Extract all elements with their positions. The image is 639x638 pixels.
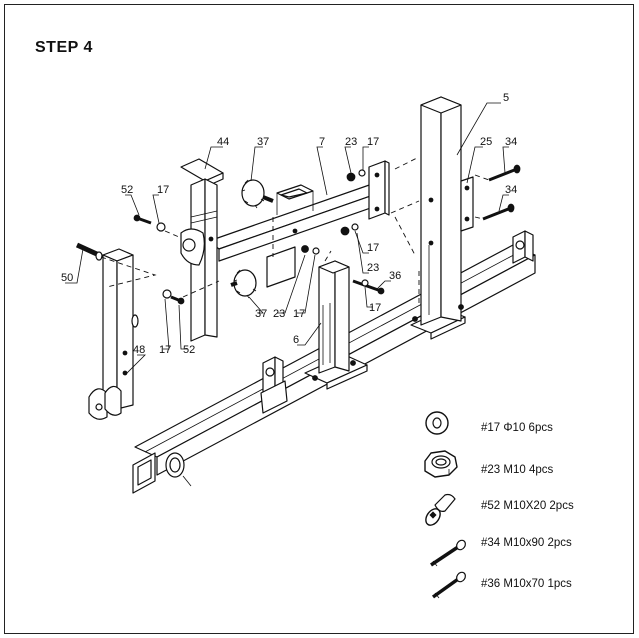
leader-lines [65,102,509,376]
bolt-34-lower [482,203,515,221]
callout-25: 25 [480,136,492,148]
end-plate-7 [368,160,390,220]
callout-36: 36 [389,270,401,282]
hardware-legend: #17 Φ10 6pcs #23 M10 4pcs #52 M10X20 2pc… [424,411,574,599]
instruction-sheet: STEP 4 [4,4,634,634]
bolt-36 [352,279,385,295]
callout-6: 6 [293,334,299,346]
knob-37-upper [241,179,274,209]
callout-17-mid-right: 17 [367,242,379,254]
callout-52-upper: 52 [121,184,133,196]
nuts-23-center [301,245,320,255]
callout-numbers: 5 44 37 7 23 17 25 34 34 52 17 50 17 23 … [61,92,517,356]
upright-post-6 [304,260,368,390]
bolt-34-upper [488,164,521,182]
callout-17-bottom-left: 17 [159,344,171,356]
leg-48 [88,248,139,420]
callout-7: 7 [319,136,325,148]
bolt-52-lower [170,295,185,305]
callout-48: 48 [133,344,145,356]
alignment-lines [100,156,490,305]
long-bolt-icon [431,571,466,599]
callout-37-lower: 37 [255,308,267,320]
callout-17-top: 17 [367,136,379,148]
cross-arm-7 [208,182,386,288]
post-44 [180,158,224,342]
bolt-52-upper [133,214,152,225]
hardware-label-23: #23 M10 4pcs [481,464,553,476]
callout-37-upper: 37 [257,136,269,148]
knob-37-lower [230,269,257,299]
callout-17-lower-right: 17 [369,302,381,314]
washer-17-upper-left [156,222,166,232]
callout-34-lower: 34 [505,184,517,196]
button-head-bolt-icon [425,493,456,526]
clevis-bracket-back [512,230,534,264]
pin-50 [75,242,103,261]
callout-52-lower: 52 [183,344,195,356]
hex-nut-icon [424,450,458,478]
hardware-label-17: #17 Φ10 6pcs [481,422,553,434]
callout-34-upper: 34 [505,136,517,148]
callout-23-mid-right: 23 [367,262,379,274]
callout-50: 50 [61,272,73,284]
bracket-25 [460,176,474,232]
long-bolt-icon [430,539,466,567]
hardware-label-52: #52 M10X20 2pcs [481,500,574,512]
clevis-bracket-front [260,356,288,414]
step-title: STEP 4 [35,39,93,56]
callout-44: 44 [217,136,229,148]
callout-5: 5 [503,92,509,104]
callout-17-lower: 17 [293,308,305,320]
callout-23-lower: 23 [273,308,285,320]
assembly-drawing: 5 44 37 7 23 17 25 34 34 52 17 50 17 23 … [61,92,574,599]
hardware-label-34: #34 M10x90 2pcs [481,537,572,549]
callout-17-upper-left: 17 [157,184,169,196]
washer-17-top [358,169,366,177]
hardware-label-36: #36 M10x70 1pcs [481,578,572,590]
upright-post-5 [410,96,466,340]
nut-23-top [346,172,356,182]
callout-23-top: 23 [345,136,357,148]
nut-23-mid [340,223,359,236]
washer-17-lower-left [162,289,172,299]
washer-icon [425,411,449,435]
